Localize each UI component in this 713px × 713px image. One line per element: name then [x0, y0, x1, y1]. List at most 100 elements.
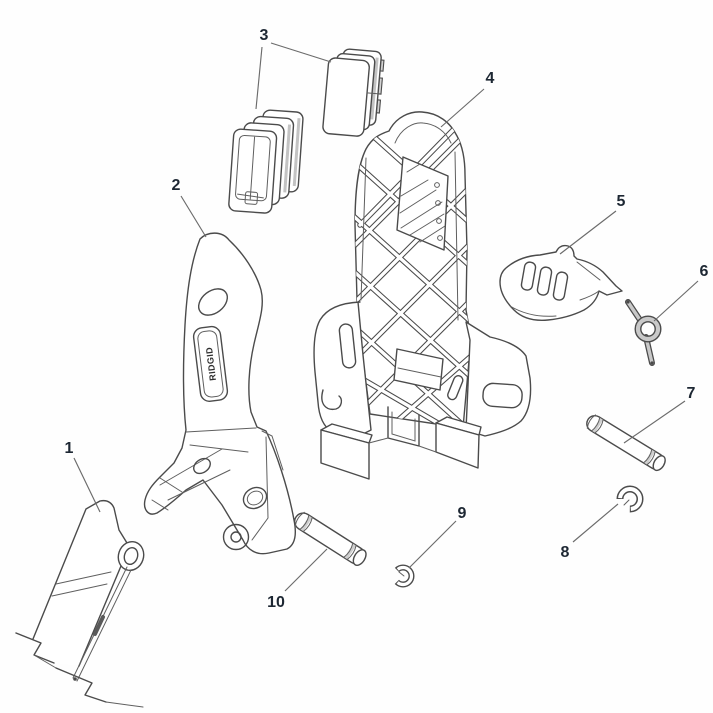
pin-groove [300, 515, 313, 532]
callout-5: 5 [617, 193, 626, 210]
frame-channel-inner [391, 411, 416, 442]
frame-slant-slot [447, 375, 464, 401]
insert-holder-lines [237, 136, 264, 200]
spring-leg-upper-fill [626, 300, 642, 322]
panel-dot [437, 235, 443, 241]
callout-4: 4 [486, 70, 495, 87]
insert-holder-tab [244, 191, 259, 205]
frame-platform [393, 348, 444, 391]
handle-tube-fill [33, 500, 128, 666]
handle-eye-loop [117, 540, 145, 572]
leader-line-10 [284, 548, 328, 592]
pin-groove-lines [299, 514, 313, 533]
arm-link-edges [159, 448, 231, 501]
brand-logo-text: RIDGID [204, 346, 218, 381]
ring-fill [618, 487, 642, 511]
leader-line-1 [73, 457, 101, 513]
callout-labels: 1 2 3 4 5 6 7 8 9 10 [65, 27, 709, 611]
pin-groove [592, 417, 604, 433]
leader-line-2 [180, 195, 207, 238]
frame-right-foot [435, 422, 480, 469]
pin-left-cap-line [294, 511, 305, 528]
clip-outline [499, 244, 623, 321]
panel-dot [435, 200, 441, 206]
ring-prong [398, 571, 405, 577]
callout-8: 8 [561, 544, 570, 561]
callout-1: 1 [65, 440, 74, 457]
leader-line-9 [408, 520, 457, 569]
leader-line-3a [255, 46, 263, 110]
handle-break-line-lower [55, 667, 107, 703]
clip-slot [536, 266, 553, 296]
arm-detail-lines [151, 430, 284, 541]
panel-dot [434, 182, 440, 188]
right-flange-hole [482, 382, 523, 409]
handle-break-line-upper [15, 632, 55, 664]
spring-coil-fill [635, 316, 661, 342]
frame-right-flange [465, 321, 532, 437]
part-1-handle-drawing [15, 499, 145, 708]
arm-oval-hole [197, 288, 229, 316]
part-9-retaining-ring-drawing [391, 564, 415, 588]
insert-holder-inner [235, 134, 271, 202]
part-8-retaining-ring-drawing [616, 485, 644, 513]
frame-insert-panel [396, 156, 449, 251]
left-wing-slot [338, 323, 357, 369]
leader-line-3b [270, 42, 332, 63]
pivot-boss [222, 523, 250, 551]
part-10-pin-drawing [293, 511, 367, 566]
left-wing-hook [321, 389, 343, 411]
pin-groove-lines [343, 542, 357, 560]
pin-end-cap [352, 549, 367, 566]
ring-fill [392, 565, 414, 587]
callout-9: 9 [458, 505, 467, 522]
spring-tip [626, 300, 630, 304]
frame-panel-hatch [399, 163, 446, 243]
frame-platform-step [397, 367, 442, 378]
pin-groove [644, 449, 656, 465]
callout-3: 3 [260, 27, 269, 44]
leader-line-8 [572, 503, 619, 543]
leader-line-7 [623, 400, 686, 444]
pin-end-cap [652, 455, 666, 472]
callout-6: 6 [700, 263, 709, 280]
leader-line-5 [559, 210, 617, 255]
part-6-torsion-spring-drawing [625, 299, 662, 366]
link-large-hole [242, 486, 268, 510]
part-3-insert-stack-right-drawing [322, 48, 385, 137]
part-5-latch-clip-drawing [499, 244, 623, 321]
part-4-frame-drawing [313, 111, 532, 480]
leader-lines [73, 42, 699, 592]
arm-hinge-lines [185, 427, 257, 453]
part-3-insert-stack-left-drawing [228, 109, 304, 214]
frame-wall-lines [360, 151, 459, 321]
pin-groove-lines [643, 448, 656, 466]
brand-logo-badge: RIDGID [192, 325, 229, 402]
leader-line-4 [440, 88, 485, 128]
callout-7: 7 [687, 385, 696, 402]
leader-line-6 [653, 280, 699, 322]
stack-divider [366, 92, 380, 95]
frame-base-edges [368, 437, 437, 453]
insert-plate-front [322, 57, 370, 137]
pivot-boss-hole [230, 531, 242, 543]
ring-prong [623, 499, 630, 506]
panel-dot [436, 218, 442, 224]
badge-inner [197, 330, 224, 398]
handle-rod-tip [73, 677, 77, 681]
handle-tube-edges [32, 499, 128, 667]
plate-edge-shade [283, 124, 292, 193]
handle-eye-loop-inner [123, 546, 139, 566]
link-oval-hole [193, 457, 211, 475]
clip-fold-lines [509, 261, 601, 317]
handle-seam-lines [51, 571, 112, 597]
clip-slot [552, 271, 569, 301]
pin-left-cap-line [586, 414, 597, 429]
frame-channel [387, 406, 420, 447]
handle-break-tails [33, 654, 144, 708]
handle-rod-shade [93, 615, 105, 636]
callout-2: 2 [172, 177, 181, 194]
badge-outline [192, 325, 229, 402]
